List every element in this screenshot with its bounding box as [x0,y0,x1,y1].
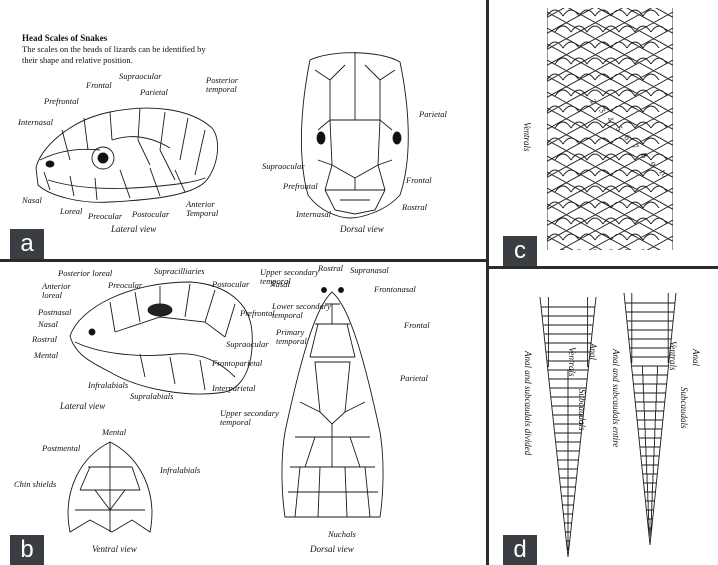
dorsal-head-drawing [0,0,486,259]
label-b-dorsal-rostral: Rostral [318,264,343,273]
label-d-left-ventrals: Ventrals [567,347,577,377]
panel-d: Anal and subcaudals divided Ventrals Ana… [489,269,718,565]
tail-divided [540,297,596,557]
label-a-dorsal-parietal: Parietal [419,110,447,119]
label-a-dorsal-rostral: Rostral [402,203,427,212]
label-d-left-anal: Anal [588,343,598,360]
panel-b-badge: b [10,535,44,565]
label-d-right-ventrals: Ventrals [668,341,678,371]
panel-b: Posterior loreal Supracilliaries Anterio… [0,262,486,565]
label-c-ventrals: Ventrals [522,122,532,152]
label-b-dorsal-view: Dorsal view [310,544,354,554]
label-b-dorsal-frontal: Frontal [404,321,430,330]
label-b-dorsal-prefrontal: Prefrontal [240,309,275,318]
panel-a: Head Scales of Snakes The scales on the … [0,0,486,259]
label-b-frontoparietal: Frontoparietal [212,359,262,368]
panel-a-badge: a [10,229,44,259]
label-b-dorsal-supraocular: Supraocular [226,340,269,349]
label-b-nuchals: Nuchals [328,530,356,539]
label-b-dorsal-nasal: Nasal [270,280,290,289]
tail-entire [624,293,676,545]
label-b-interparietal: Interparietal [212,384,255,393]
label-d-right-subcaudals: Subcaudals [679,387,689,429]
label-d-left-subcaudals: Subcaudals [577,389,587,431]
label-b-dorsal-upper-secondary-temporal: Upper secondary temporal [220,409,284,427]
label-a-dorsal-internasal: Internasal [296,210,331,219]
label-a-dorsal-supraocular: Supraocular [262,162,305,171]
panel-c-badge: c [503,236,537,266]
label-b-supranasal: Supranasal [350,266,389,275]
panel-d-badge: d [503,535,537,565]
label-a-dorsal-view: Dorsal view [340,224,384,234]
label-a-dorsal-prefrontal: Prefrontal [283,182,318,191]
label-d-left-caption: Anal and subcaudals divided [523,351,533,455]
label-d-right-anal: Anal [691,349,701,366]
scale-lattice [547,0,673,266]
label-b-frontonasal: Frontonasal [374,285,416,294]
label-b-dorsal-parietal: Parietal [400,374,428,383]
label-d-right-caption: Anal and subcaudals entire [611,349,621,447]
label-a-dorsal-frontal: Frontal [406,176,432,185]
